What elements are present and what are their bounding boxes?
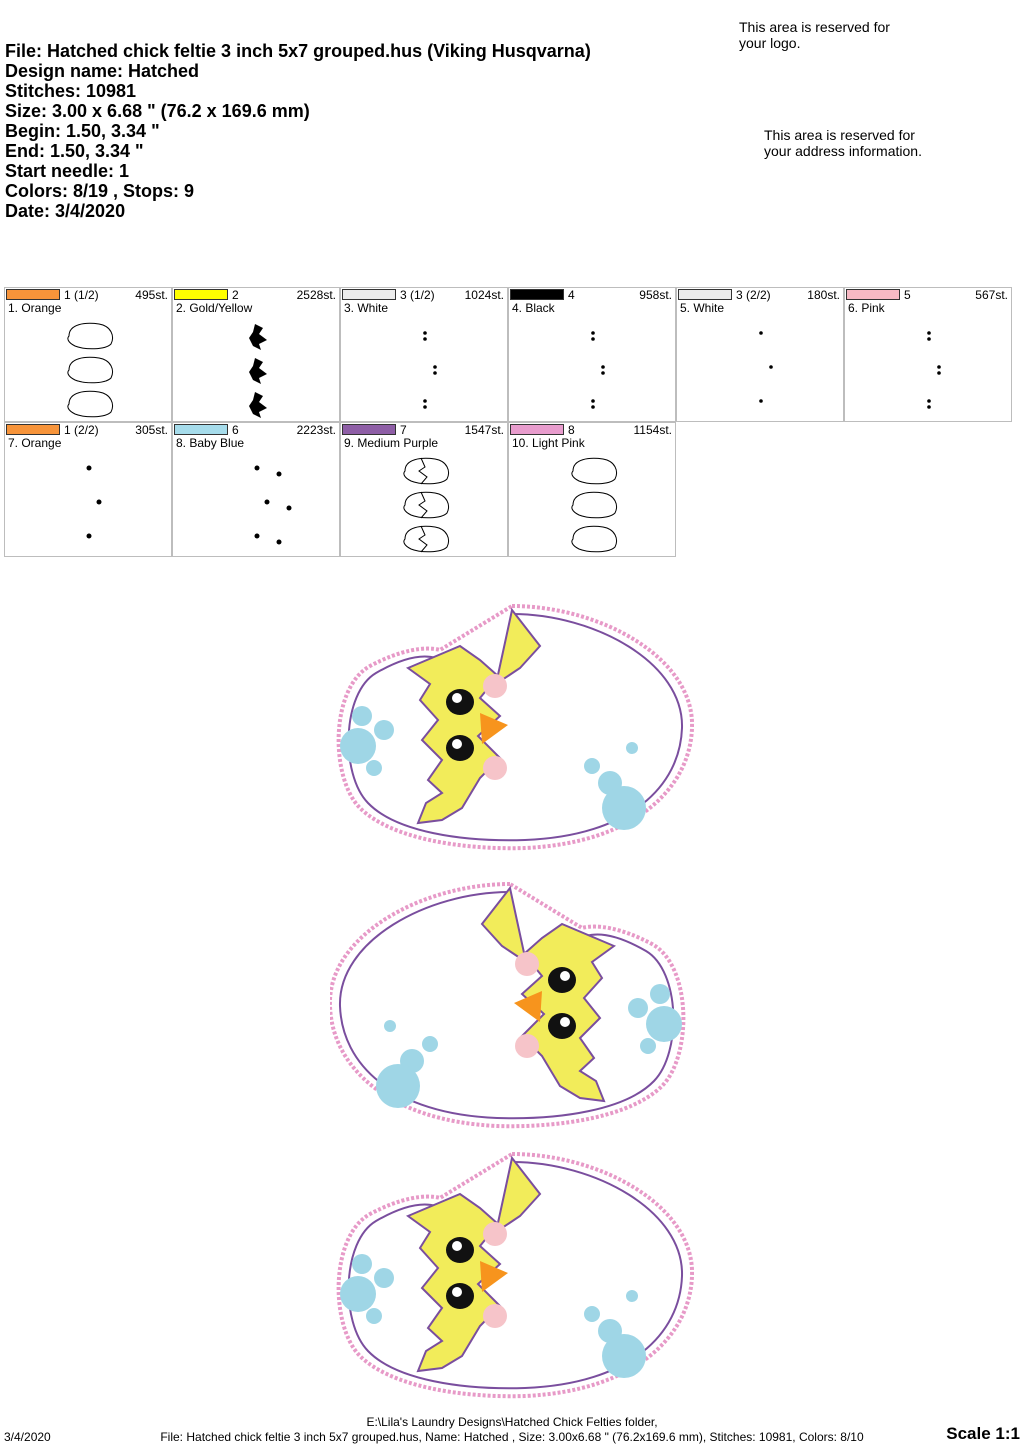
stop-preview — [927, 331, 941, 409]
needle-number: 7 — [400, 423, 407, 437]
colors-line: Colors: 8/19 , Stops: 9 — [5, 181, 195, 201]
stop-preview — [403, 457, 449, 553]
stop-preview — [249, 324, 267, 418]
needle-number: 4 — [568, 288, 575, 302]
color-name: 9. Medium Purple — [344, 436, 439, 450]
color-name: 8. Baby Blue — [176, 436, 245, 450]
date-line: Date: 3/4/2020 — [5, 201, 126, 221]
stitch-count: 305st. — [135, 423, 168, 437]
stop-preview — [591, 331, 605, 409]
chick-egg-3 — [336, 1152, 694, 1399]
begin-line: Begin: 1.50, 3.34 " — [5, 121, 160, 141]
end-line: End: 1.50, 3.34 " — [5, 141, 144, 161]
needle-number: 3 (1/2) — [400, 288, 435, 302]
color-stop-cell: 3 (1/2) 1024st. 3. White — [340, 287, 508, 422]
stop-preview — [67, 322, 113, 418]
color-swatch — [6, 289, 60, 300]
stop-preview — [571, 457, 617, 553]
color-name: 2. Gold/Yellow — [176, 301, 253, 315]
logo-note-line-2: your logo. — [739, 35, 801, 51]
color-name: 10. Light Pink — [512, 436, 585, 450]
color-stop-cell: 8 1154st. 10. Light Pink — [508, 422, 676, 557]
color-swatch — [6, 424, 60, 435]
size-line: Size: 3.00 x 6.68 " (76.2 x 169.6 mm) — [5, 101, 310, 121]
color-stop-cell: 2 2528st. 2. Gold/Yellow — [172, 287, 340, 422]
stop-preview — [423, 331, 437, 409]
stitch-count: 495st. — [135, 288, 168, 302]
color-swatch — [342, 289, 396, 300]
footer-info: File: Hatched chick feltie 3 inch 5x7 gr… — [160, 1430, 864, 1444]
chick-egg-2 — [330, 882, 686, 1129]
design-info: File: Hatched chick feltie 3 inch 5x7 gr… — [5, 41, 591, 221]
address-note-line-2: your address information. — [764, 143, 922, 159]
color-name: 1. Orange — [8, 301, 62, 315]
logo-note-line-1: This area is reserved for — [739, 19, 890, 35]
color-swatch — [174, 289, 228, 300]
stitches-line: Stitches: 10981 — [5, 81, 137, 101]
needle-number: 6 — [232, 423, 239, 437]
stitch-count: 567st. — [975, 288, 1008, 302]
color-stop-cell: 1 (2/2) 305st. 7. Orange — [4, 422, 172, 557]
stop-preview — [759, 331, 773, 403]
stitch-count: 2223st. — [296, 423, 336, 437]
needle-number: 2 — [232, 288, 239, 302]
needle-number: 8 — [568, 423, 575, 437]
needle-number: 3 (2/2) — [736, 288, 771, 302]
stitch-count: 1154st. — [633, 423, 672, 437]
file-line: File: Hatched chick feltie 3 inch 5x7 gr… — [5, 41, 591, 61]
needle-number: 1 (2/2) — [64, 423, 99, 437]
stop-preview — [86, 465, 102, 539]
color-stop-cell: 6 2223st. 8. Baby Blue — [172, 422, 340, 557]
footer-date: 3/4/2020 — [4, 1430, 51, 1444]
logo-reserved-note: This area is reserved for your logo. — [739, 19, 890, 51]
color-name: 5. White — [680, 301, 725, 315]
start-needle-line: Start needle: 1 — [5, 161, 130, 181]
stitch-count: 1024st. — [464, 288, 504, 302]
address-reserved-note: This area is reserved for your address i… — [764, 127, 922, 159]
color-swatch — [510, 424, 564, 435]
color-name: 7. Orange — [8, 436, 62, 450]
address-note-line-1: This area is reserved for — [764, 127, 915, 143]
color-swatch — [846, 289, 900, 300]
stitch-count: 2528st. — [296, 288, 336, 302]
color-name: 4. Black — [512, 301, 555, 315]
color-stop-cell: 1 (1/2) 495st. 1. Orange — [4, 287, 172, 422]
chick-egg-1 — [336, 604, 694, 851]
footer-path: E:\Lila's Laundry Designs\Hatched Chick … — [366, 1415, 658, 1429]
color-swatch — [342, 424, 396, 435]
design-name-line: Design name: Hatched — [5, 61, 200, 81]
footer-scale: Scale 1:1 — [946, 1424, 1020, 1443]
color-stop-cell: 3 (2/2) 180st. 5. White — [676, 287, 844, 422]
color-name: 6. Pink — [848, 301, 885, 315]
stitch-count: 958st. — [639, 288, 672, 302]
color-swatch — [174, 424, 228, 435]
needle-number: 5 — [904, 288, 911, 302]
stop-preview — [254, 465, 292, 545]
color-swatch — [678, 289, 732, 300]
color-swatch — [510, 289, 564, 300]
color-stop-cell: 4 958st. 4. Black — [508, 287, 676, 422]
needle-number: 1 (1/2) — [64, 288, 99, 302]
color-name: 3. White — [344, 301, 389, 315]
color-stop-cell: 7 1547st. 9. Medium Purple — [340, 422, 508, 557]
stitch-count: 180st. — [807, 288, 840, 302]
design-preview — [330, 604, 694, 1399]
color-stop-cell: 5 567st. 6. Pink — [844, 287, 1012, 422]
stitch-count: 1547st. — [464, 423, 504, 437]
